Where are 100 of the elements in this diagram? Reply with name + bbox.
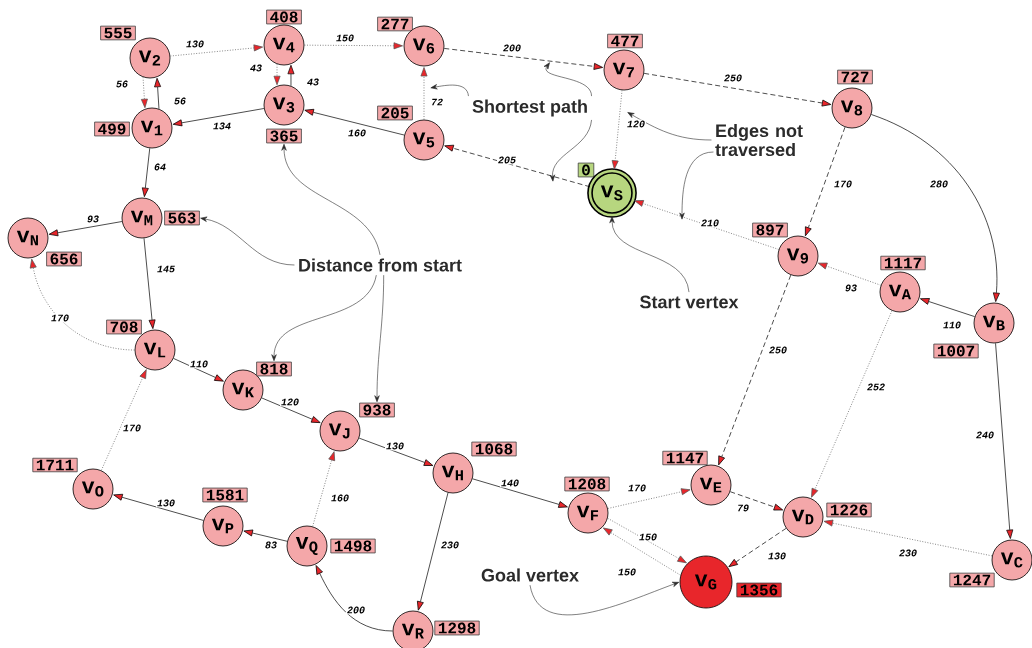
edge-label: 43 — [249, 63, 263, 73]
edge-label: 83 — [264, 540, 278, 550]
distance-box: 477 — [607, 33, 643, 49]
arrow — [304, 108, 405, 136]
edge-label: 93 — [844, 283, 858, 293]
distance-box: 365 — [266, 128, 302, 144]
arrow — [472, 478, 568, 508]
edge-label: 140 — [500, 478, 520, 488]
arrow — [823, 519, 993, 557]
distance-box: 1117 — [880, 255, 926, 271]
edge-label: 230 — [440, 540, 460, 550]
arrow — [100, 369, 147, 471]
edge-label: 160 — [347, 128, 367, 138]
leader-line — [679, 151, 714, 220]
arrow — [607, 517, 687, 564]
distance-box: 1356 — [736, 582, 782, 598]
edge-label: 210 — [700, 218, 720, 228]
leader-line — [281, 143, 381, 256]
distance-box: 897 — [752, 222, 788, 238]
arrow — [611, 89, 623, 170]
arrow — [141, 147, 151, 198]
distance-box: 1226 — [826, 502, 872, 518]
edge-label: 150 — [638, 532, 658, 542]
edge-label: 200 — [502, 43, 522, 53]
arrow — [444, 144, 591, 188]
annotation-text: Distance from start — [299, 258, 462, 272]
distance-box: 1208 — [564, 476, 610, 492]
arrow — [811, 310, 893, 498]
edge-label: 230 — [898, 548, 918, 558]
edge-label: 280 — [929, 179, 949, 189]
arrow — [871, 114, 1000, 302]
leader-line — [627, 112, 712, 141]
edge-label: 250 — [768, 345, 788, 355]
arrow — [420, 67, 428, 120]
arrow — [287, 64, 295, 87]
arrow — [443, 48, 604, 70]
arrow — [172, 108, 265, 127]
distance-box: 1147 — [662, 450, 708, 466]
annotation-text: Start vertex — [640, 295, 739, 309]
distance-box: 708 — [106, 319, 142, 335]
edge-label: 252 — [866, 382, 886, 392]
leader-line — [529, 581, 680, 615]
distance-box: 563 — [164, 210, 200, 226]
distance-box: 205 — [377, 105, 413, 121]
distance-box: 408 — [266, 9, 302, 25]
edge-label: 130 — [156, 498, 176, 508]
edge-label: 64 — [153, 162, 167, 172]
arrow — [643, 73, 832, 107]
distance-box: 0 — [577, 162, 595, 178]
arrow — [169, 44, 263, 57]
distance-box: 1581 — [202, 487, 248, 503]
leader-line — [200, 216, 295, 266]
edge-label: 150 — [617, 567, 637, 577]
edge-label: 150 — [335, 33, 355, 43]
distance-box: 1711 — [32, 457, 78, 473]
distance-box: 818 — [256, 361, 292, 377]
edge-label: 205 — [497, 155, 517, 165]
edge-label: 170 — [627, 483, 647, 493]
edge-label: 130 — [385, 441, 405, 451]
leader-line — [374, 274, 384, 403]
edge-label: 160 — [330, 493, 350, 503]
arrow — [603, 527, 681, 576]
edge-label: 250 — [723, 73, 743, 83]
distance-box: 1247 — [949, 572, 995, 588]
arrow — [29, 258, 135, 351]
arrow — [113, 493, 204, 521]
distance-box: 277 — [377, 16, 413, 32]
distance-box: 656 — [46, 251, 82, 267]
edge-label: 110 — [189, 359, 209, 369]
edge-label: 110 — [942, 320, 962, 330]
arrow — [315, 565, 393, 632]
arrow — [304, 42, 403, 50]
leader-line — [543, 62, 592, 97]
annotation-text: Edges not traversed — [715, 123, 803, 157]
edge-label: 56 — [173, 96, 187, 106]
leader-line — [430, 84, 469, 97]
leader-line — [549, 119, 592, 182]
edge-label: 93 — [86, 214, 100, 224]
arrow — [817, 262, 882, 286]
leader-line — [609, 216, 690, 293]
distance-box: 555 — [100, 25, 136, 41]
annotation-text: Goal vertex — [481, 568, 579, 582]
arrow — [261, 397, 321, 423]
edge-label: 170 — [122, 423, 142, 433]
arrow — [805, 126, 846, 237]
arrow — [48, 221, 123, 237]
arrow — [143, 237, 156, 329]
arrow — [417, 492, 449, 611]
leader-line — [271, 274, 377, 362]
arrow — [718, 274, 792, 466]
arrow — [607, 488, 691, 509]
edge-label: 200 — [346, 605, 366, 615]
arrow — [312, 451, 336, 527]
edge-label: 130 — [767, 551, 787, 561]
edge-label: 170 — [833, 179, 853, 189]
distance-box: 1007 — [933, 343, 979, 359]
edge-label: 120 — [626, 119, 646, 129]
edge-label: 43 — [306, 77, 320, 87]
distance-box: 938 — [359, 402, 395, 418]
distance-box: 1068 — [471, 441, 517, 457]
